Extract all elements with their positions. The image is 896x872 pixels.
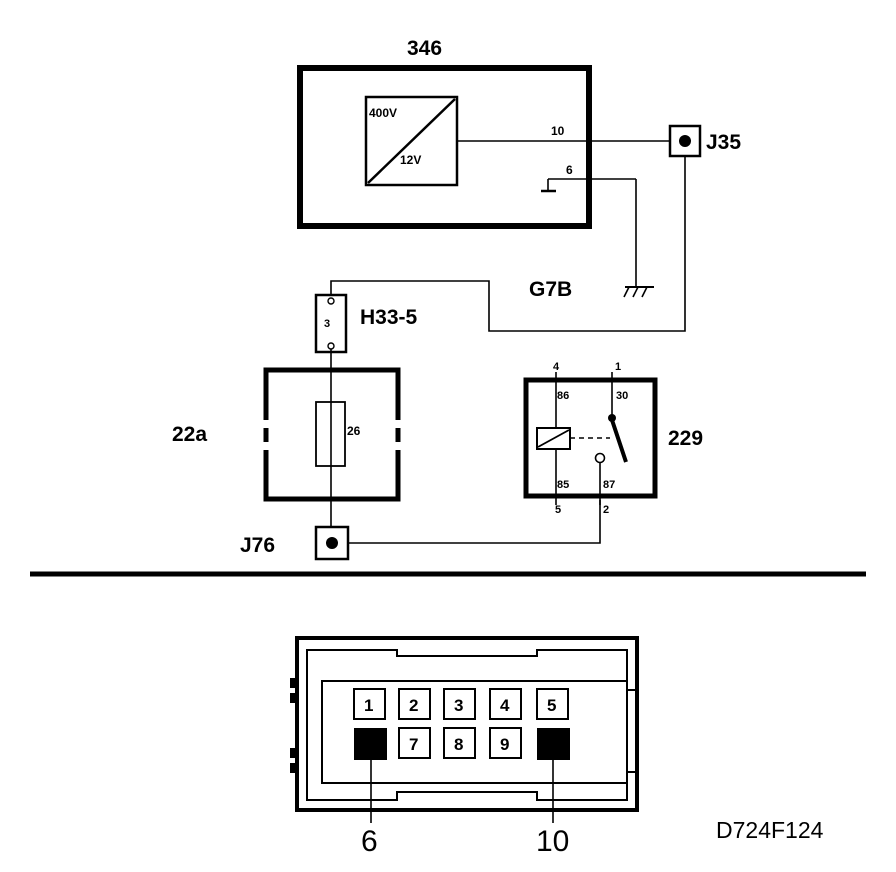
converter-pin-6: 6 bbox=[566, 163, 573, 177]
relay-pos-4: 4 bbox=[553, 361, 560, 373]
pin-3: 3 bbox=[443, 688, 476, 720]
wire-j35-h33 bbox=[330, 156, 686, 332]
callout-10: 10 bbox=[536, 825, 569, 858]
converter-346: 346 400V 12V 10 6 bbox=[297, 37, 670, 229]
pin-9-label: 9 bbox=[500, 735, 509, 754]
connector-j76: J76 bbox=[240, 525, 350, 561]
relay-term-86: 86 bbox=[557, 390, 569, 402]
connector-h33-label: H33-5 bbox=[360, 306, 418, 329]
ground-g7b-label: G7B bbox=[529, 278, 572, 301]
pin-5-label: 5 bbox=[547, 696, 556, 715]
relay-label: 229 bbox=[668, 427, 703, 450]
pin-3-label: 3 bbox=[454, 696, 463, 715]
ground-g7b: G7B bbox=[529, 179, 654, 301]
pin-7: 7 bbox=[398, 727, 431, 759]
pin-4: 4 bbox=[489, 688, 522, 720]
converter-input-voltage: 400V bbox=[369, 106, 397, 120]
relay-term-85: 85 bbox=[557, 479, 569, 491]
connector-h33-pin: 3 bbox=[324, 318, 330, 330]
fusebox-label: 22a bbox=[172, 423, 207, 446]
pin-5: 5 bbox=[536, 688, 569, 720]
pin-1: 1 bbox=[353, 688, 386, 720]
pin-8: 8 bbox=[443, 727, 476, 759]
diagram-code: D724F124 bbox=[716, 817, 824, 843]
relay-pos-2: 2 bbox=[603, 504, 609, 516]
relay-pos-5: 5 bbox=[555, 504, 561, 516]
wire-j76-relay bbox=[348, 500, 601, 544]
converter-label: 346 bbox=[407, 37, 442, 60]
pin-2: 2 bbox=[398, 688, 431, 720]
connector-j76-label: J76 bbox=[240, 534, 275, 557]
pin-7-label: 7 bbox=[409, 735, 418, 754]
pin-8-label: 8 bbox=[454, 735, 463, 754]
connector-j35-label: J35 bbox=[706, 131, 741, 154]
relay-229: 4 1 86 30 85 87 5 2 229 bbox=[523, 361, 703, 516]
pin-9: 9 bbox=[489, 727, 522, 759]
connector-j35: J35 bbox=[668, 124, 741, 158]
converter-output-voltage: 12V bbox=[400, 153, 421, 167]
pin-10-cavity bbox=[537, 728, 570, 760]
converter-pin-10: 10 bbox=[551, 124, 565, 138]
pin-6-cavity bbox=[354, 728, 387, 760]
connector-face-view: 1 2 3 4 5 7 8 9 6 10 bbox=[290, 636, 639, 858]
fuse-number: 26 bbox=[347, 424, 361, 438]
connector-h33: 3 H33-5 bbox=[314, 293, 418, 354]
fusebox-22a: 26 22a bbox=[172, 367, 401, 502]
pin-2-label: 2 bbox=[409, 696, 418, 715]
pin-1-label: 1 bbox=[364, 696, 373, 715]
callout-6: 6 bbox=[361, 825, 378, 858]
relay-pos-1: 1 bbox=[615, 361, 621, 373]
relay-term-30: 30 bbox=[616, 390, 628, 402]
pin-4-label: 4 bbox=[500, 696, 510, 715]
relay-term-87: 87 bbox=[603, 479, 615, 491]
